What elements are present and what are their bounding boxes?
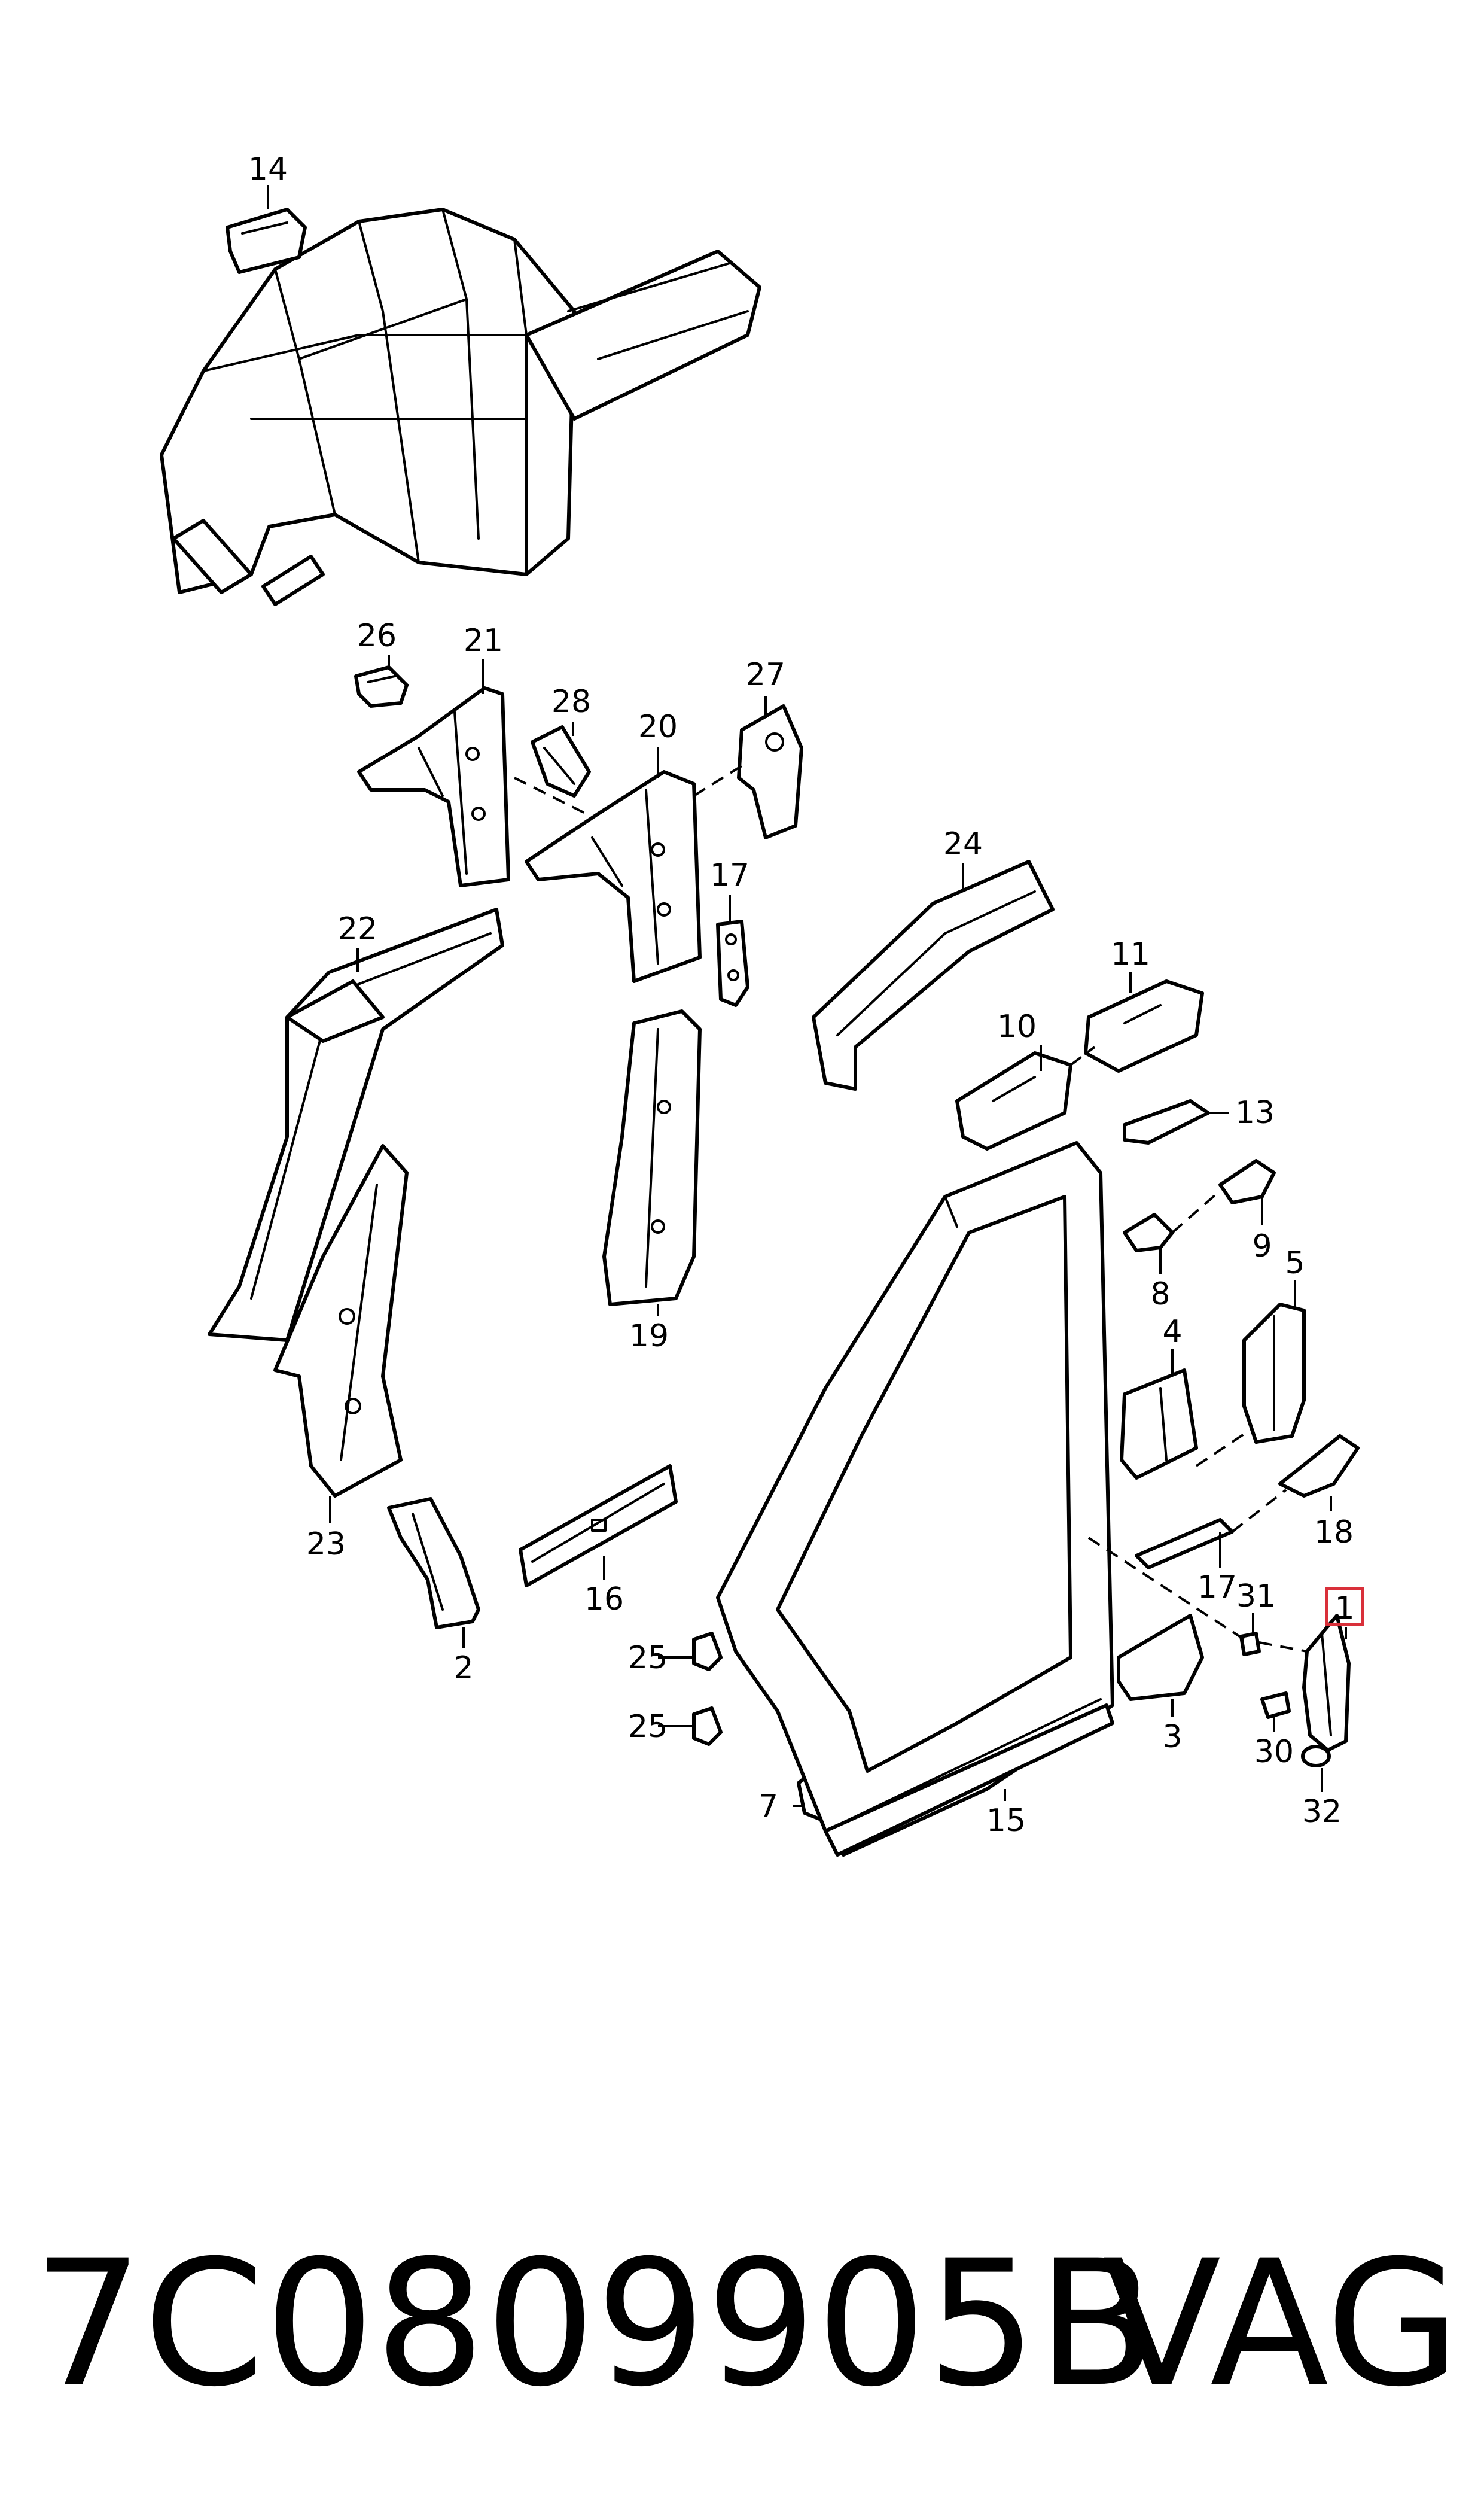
callout-24: 24: [943, 826, 983, 862]
callout-26: 26: [357, 618, 397, 654]
callout-23: 23: [306, 1526, 346, 1562]
part-4: [1120, 1368, 1198, 1480]
part-15: [716, 1141, 1114, 1857]
part-25-lower: [692, 1706, 723, 1746]
callout-15: 15: [986, 1803, 1026, 1839]
vehicle-body-overview: [160, 208, 761, 606]
callout-18: 18: [1314, 1514, 1354, 1550]
callout-14: 14: [248, 151, 288, 187]
part-17-lower: [1135, 1518, 1234, 1569]
callout-4: 4: [1162, 1314, 1182, 1350]
callout-1-highlight: [1325, 1587, 1364, 1626]
part-8: [1123, 1213, 1174, 1252]
callout-labels: 14 26 21 28 20 27 17 24 22 11 10 13 9 8 …: [248, 151, 1364, 1839]
callout-31: 31: [1236, 1578, 1276, 1614]
part-19: [602, 1009, 702, 1306]
part-number: 7C0809905B: [33, 2223, 1156, 2425]
part-26: [354, 665, 409, 708]
part-32: [1301, 1745, 1331, 1767]
callout-32: 32: [1302, 1794, 1342, 1830]
part-22: [208, 908, 504, 1342]
callout-19: 19: [629, 1318, 669, 1354]
part-23: [273, 1144, 409, 1498]
part-3: [1117, 1614, 1204, 1701]
callout-1: 1: [1334, 1590, 1354, 1626]
part-16: [519, 1464, 678, 1587]
callout-5: 5: [1285, 1245, 1305, 1281]
part-9: [1218, 1159, 1276, 1204]
callout-3: 3: [1162, 1719, 1182, 1755]
callout-27: 27: [746, 657, 785, 693]
brand-name: VAG: [1102, 2223, 1460, 2425]
callout-28: 28: [551, 684, 591, 720]
part-1: [1302, 1614, 1351, 1752]
callout-22: 22: [338, 911, 377, 947]
callout-13: 13: [1235, 1095, 1275, 1131]
callout-11: 11: [1111, 936, 1150, 972]
part-27: [737, 704, 803, 839]
part-25-upper: [692, 1632, 723, 1671]
callout-9: 9: [1252, 1228, 1272, 1264]
callout-17-upper: 17: [710, 857, 749, 893]
callout-16: 16: [584, 1581, 624, 1617]
callout-2: 2: [453, 1650, 473, 1686]
callout-8: 8: [1150, 1276, 1170, 1312]
part-10: [955, 1051, 1072, 1151]
callout-21: 21: [464, 623, 503, 659]
callout-10: 10: [997, 1009, 1037, 1045]
part-13: [1123, 1099, 1210, 1145]
part-30: [1260, 1691, 1291, 1719]
callout-30: 30: [1254, 1734, 1294, 1770]
callout-7: 7: [758, 1788, 778, 1824]
part-11: [1084, 979, 1204, 1073]
part-20: [525, 770, 702, 983]
part-21: [357, 686, 510, 887]
exploded-parts-diagram: 14 26 21 28 20 27 17 24 22 11 10 13 9 8 …: [160, 151, 1364, 1857]
assembly-lines: [514, 765, 1308, 1653]
part-24: [812, 860, 1055, 1091]
callout-25-upper: 25: [628, 1640, 668, 1676]
part-28: [531, 725, 591, 798]
leader-lines: [267, 185, 1347, 1807]
part-18: [1278, 1434, 1360, 1498]
callout-20: 20: [638, 709, 678, 745]
part-2: [387, 1497, 480, 1629]
callout-25-lower: 25: [628, 1709, 668, 1745]
part-17-upper: [716, 920, 749, 1007]
callout-17-lower: 17: [1197, 1569, 1237, 1605]
part-31: [1239, 1632, 1261, 1656]
part-5: [1242, 1303, 1306, 1444]
